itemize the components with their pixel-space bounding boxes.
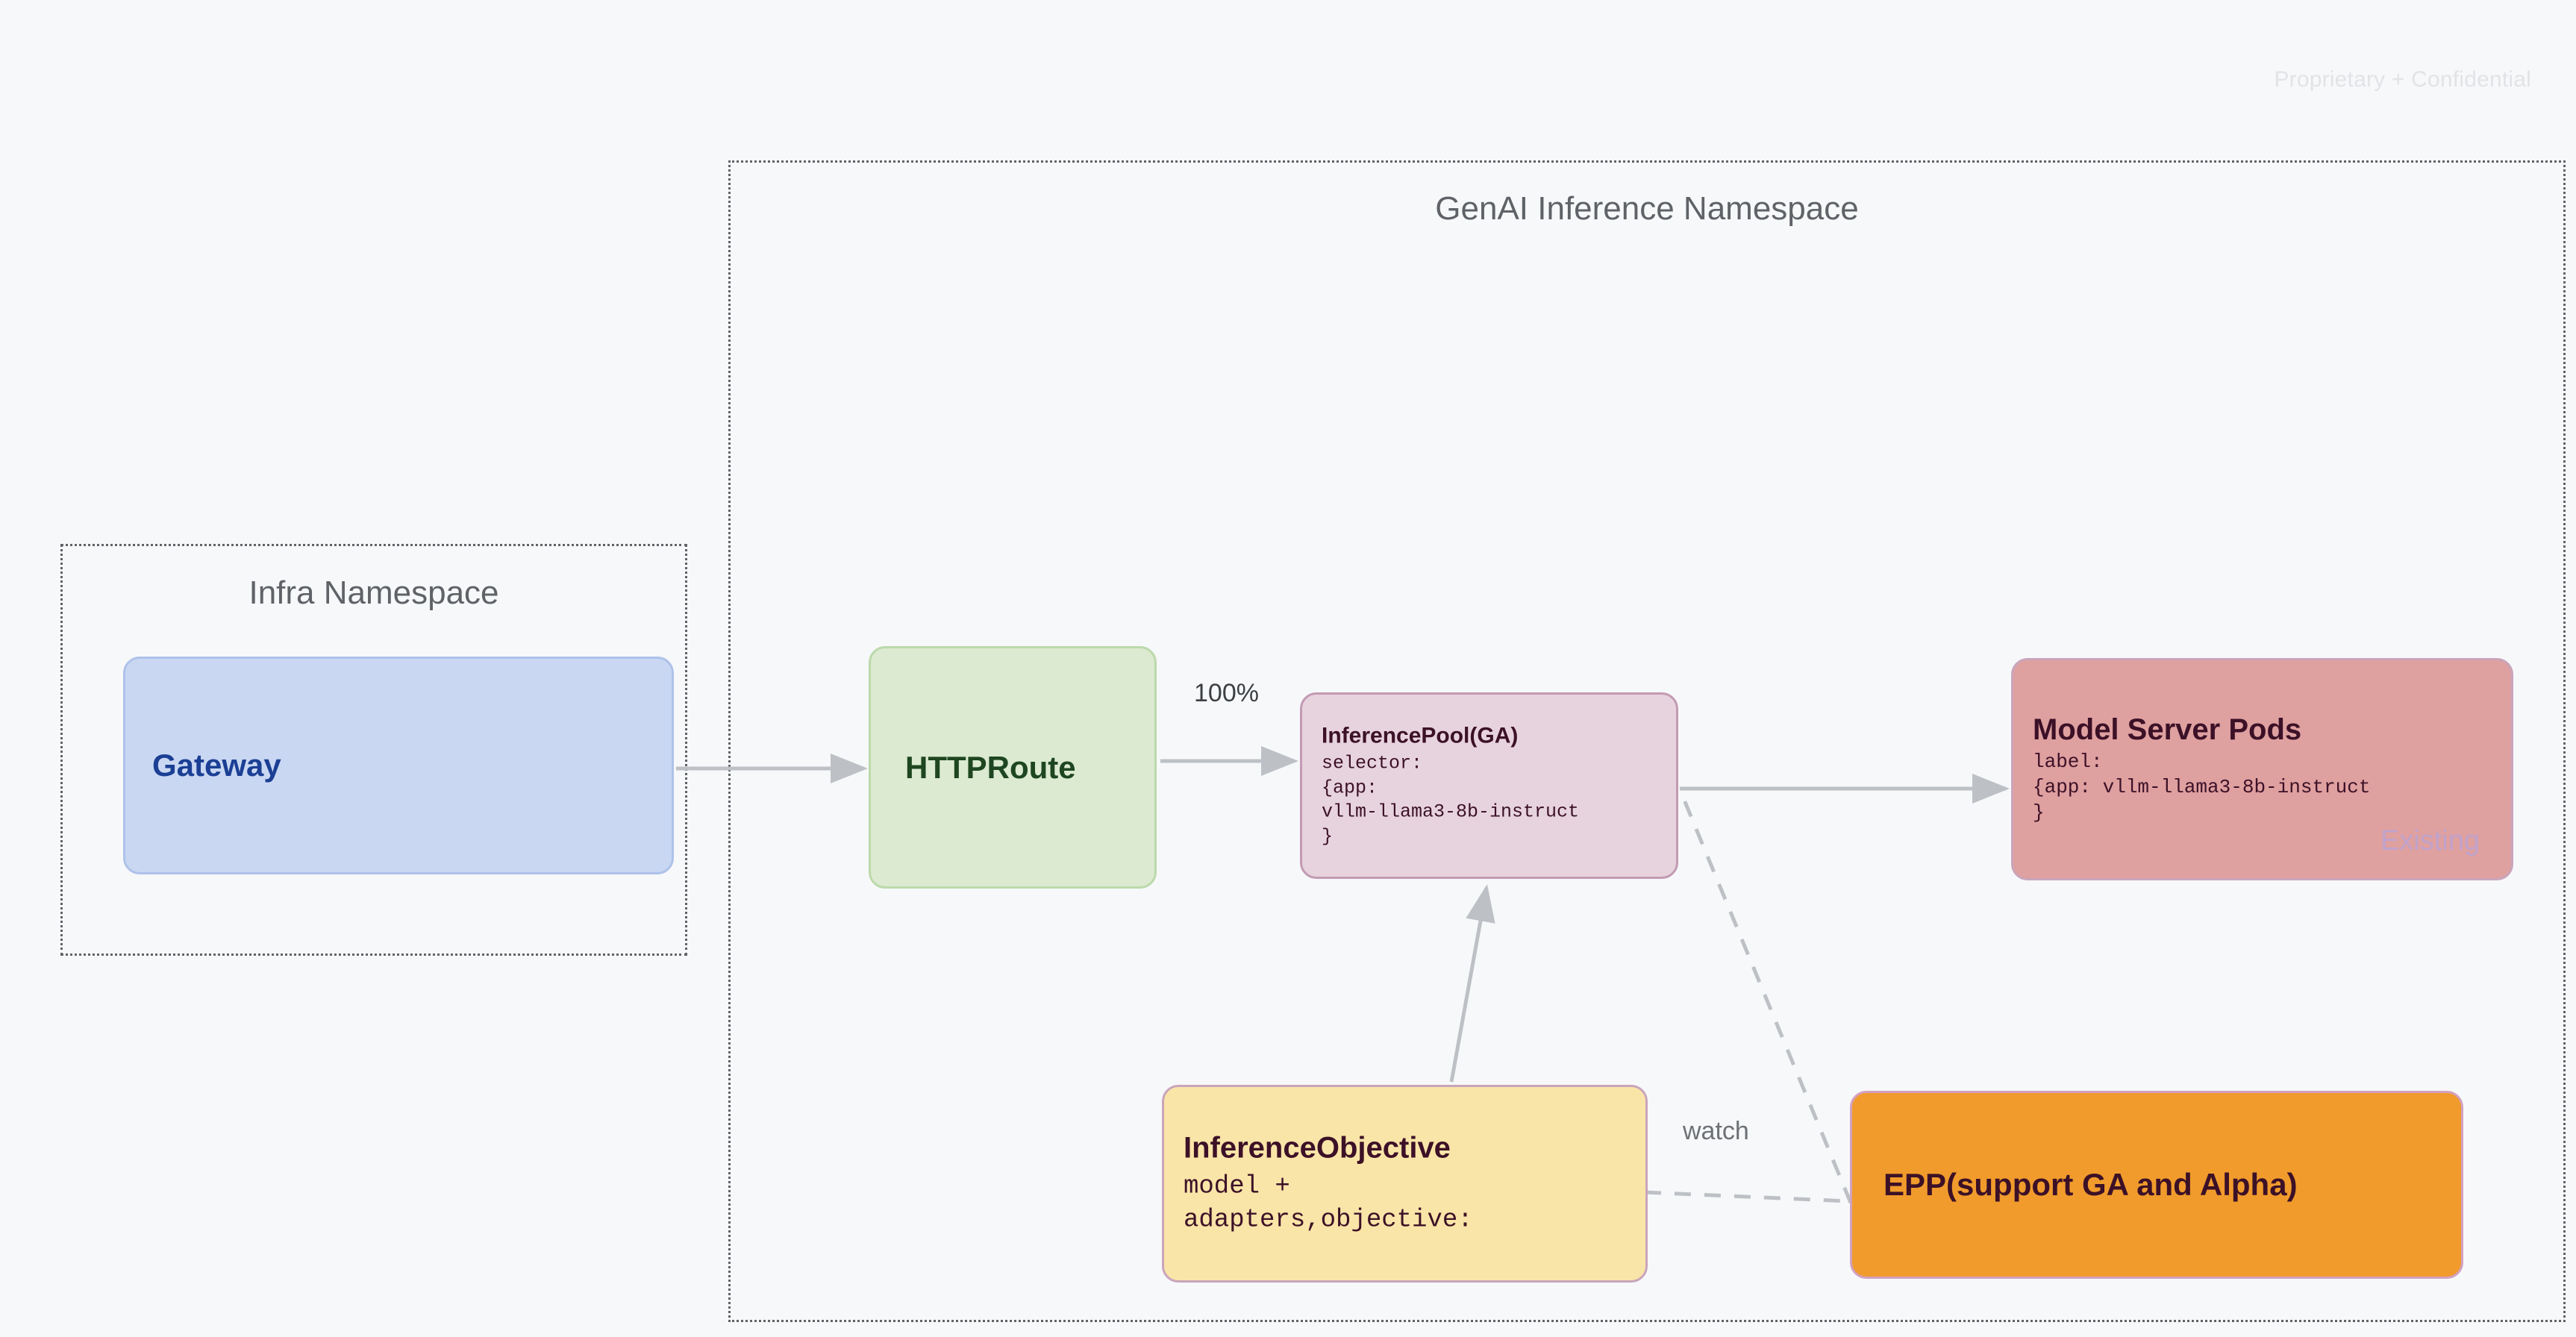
node-epp-title: EPP(support GA and Alpha) [1883,1167,2298,1203]
infra-namespace-container [60,544,687,956]
node-httproute[interactable]: HTTPRoute [869,646,1157,889]
confidentiality-watermark: Proprietary + Confidential [2274,67,2531,92]
edge-label-100-percent: 100% [1194,679,1259,707]
node-httproute-title: HTTPRoute [905,749,1076,785]
node-inference-pool-title: InferencePool(GA) [1322,723,1519,748]
node-model-server-pods-title: Model Server Pods [2033,713,2302,747]
node-gateway-title: Gateway [152,748,281,783]
node-epp[interactable]: EPP(support GA and Alpha) [1850,1091,2463,1279]
node-inference-objective[interactable]: InferenceObjective model + adapters,obje… [1162,1085,1648,1283]
node-model-server-pods-label: label: {app: vllm-llama3-8b-instruct } [2033,751,2371,824]
infra-namespace-title: Infra Namespace [248,574,499,611]
genai-namespace-container [728,160,2566,1322]
edge-label-watch: watch [1683,1117,1749,1145]
node-inference-objective-title: InferenceObjective [1184,1131,1451,1165]
node-httproute-content: HTTPRoute [905,749,1141,786]
node-inference-pool[interactable]: InferencePool(GA) selector: {app: vllm-l… [1300,692,1678,879]
node-gateway-content: Gateway [152,747,658,784]
node-inference-objective-spec: model + adapters,objective: [1184,1172,1473,1235]
node-model-server-pods[interactable]: Model Server Pods label: {app: vllm-llam… [2011,658,2513,880]
status-badge-existing: Existing [2380,825,2480,857]
node-inference-pool-selector: selector: {app: vllm-llama3-8b-instruct … [1322,752,1580,848]
node-inference-objective-content: InferenceObjective model + adapters,obje… [1184,1130,1632,1237]
genai-namespace-title: GenAI Inference Namespace [1435,190,1859,227]
node-model-server-pods-content: Model Server Pods label: {app: vllm-llam… [2033,713,2498,826]
node-gateway[interactable]: Gateway [123,657,674,874]
node-inference-pool-content: InferencePool(GA) selector: {app: vllm-l… [1322,722,1663,848]
